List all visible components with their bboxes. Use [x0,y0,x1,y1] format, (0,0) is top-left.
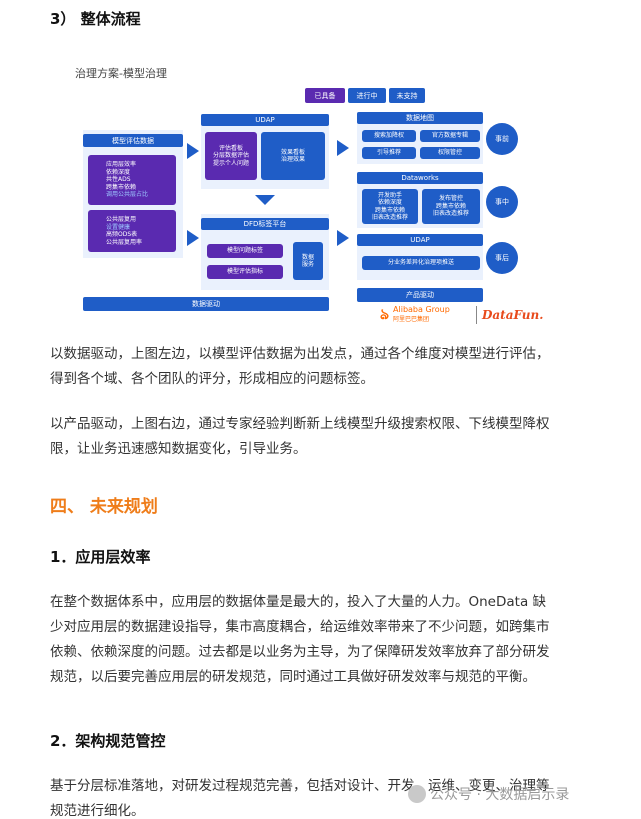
paragraph-product-driven: 以产品驱动，上图右边，通过专家经验判断新上线模型升级搜索权限、下线模型降权限，让… [50,416,550,457]
eval-dashboard-box: 评估看板 分层数据评估 提示个人问题 [205,132,257,180]
governance-diagram: 治理方案-模型治理 已具备 进行中 未支持 模型评估数据 应用层效率 依赖深度 … [50,52,550,332]
box-line: 跨集市依赖 [435,202,466,210]
paragraph-data-driven: 以数据驱动，上图左边，以模型评估数据为出发点，通过各个维度对模型进行评估，得到各… [50,346,550,387]
legend-available: 已具备 [305,88,345,103]
diff-governance-push: 分业务差异化治理项推送 [362,256,480,270]
section-heading-3: 3） 整体流程 [50,10,141,28]
datafun-logo: DataFun. [482,305,543,325]
alibaba-text-cn: 阿里巴巴集团 [393,316,430,323]
wechat-icon [408,785,426,803]
arrow-right-icon [187,143,199,159]
box-line: 旧表改造推荐 [432,210,469,218]
box-line: 开发助手 [377,191,402,199]
stage-after: 事后 [486,242,518,274]
box-line: 分层数据评估 [212,152,249,160]
arrow-right-icon [187,230,199,246]
card-line: 高频ODS表 [106,231,138,238]
arrow-right-icon [337,140,349,156]
udap-bottom-header: UDAP [357,234,483,246]
card-line: 公共层复用率 [106,238,143,246]
watermark-text: 公众号 · 大数据启示录 [430,787,570,803]
alibaba-wordmark: Alibaba Group 阿里巴巴集团 [393,305,450,324]
public-layer-card: 公共层复用 设置健康 高频ODS表 公共层复用率 [88,210,176,252]
arrow-right-icon [337,230,349,246]
section-title-future: 四、 未来规划 [50,497,158,517]
data-driven-bar: 数据驱动 [83,297,329,311]
subsection-arch-governance: 2．架构规范管控 [50,732,166,750]
permission-control-item: 权限管控 [420,147,480,159]
search-weight-item: 搜索加降权 [362,130,416,142]
card-line: 共性ADS [106,176,131,184]
diagram-title: 治理方案-模型治理 [75,67,167,80]
box-line: 治理效果 [280,156,305,163]
official-album-item: 官方数据专辑 [420,130,480,142]
logo-divider [476,306,477,324]
dev-assistant-box: 开发助手 依赖深度 跨集市依赖 旧表改造推荐 [362,189,418,224]
guide-recommend-item: 引导推荐 [362,147,416,159]
alibaba-text: Alibaba Group [393,305,450,315]
box-line: 评估看板 [218,144,243,152]
card-line: 公共层复用 [106,216,137,223]
box-line: 旧表改造推荐 [371,214,408,221]
box-line: 服务 [301,261,314,268]
legend-in-progress: 进行中 [348,88,386,103]
effect-dashboard-box: 效果看板 治理效果 [261,132,325,180]
box-line: 数据 [301,253,314,261]
arrow-down-icon [255,195,275,205]
stage-before: 事前 [486,123,518,155]
alibaba-mark-icon: ঌ [380,304,390,323]
model-issue-tag: 模型问题标签 [207,244,283,258]
card-line: 跨集市依赖 [106,183,137,191]
paragraph-app-efficiency: 在整个数据体系中，应用层的数据体量是最大的，投入了大量的人力。OneData 缺… [50,594,550,685]
data-service-box: 数据 服务 [293,242,323,280]
card-line: 调用公共层占比 [106,191,149,199]
dataworks-header: Dataworks [357,172,483,184]
app-efficiency-card: 应用层效率 依赖深度 共性ADS 跨集市依赖 调用公共层占比 [88,155,176,205]
model-eval-metric: 模型评估指标 [207,265,283,279]
box-line: 效果看板 [280,148,305,156]
box-line: 发布管控 [438,195,463,203]
card-line: 设置健康 [106,223,131,231]
udap-top-header: UDAP [201,114,329,126]
release-control-box: 发布管控 跨集市依赖 旧表改造推荐 [422,189,480,224]
box-line: 跨集市依赖 [374,206,405,214]
datafun-text: DataFun. [482,308,544,322]
box-line: 提示个人问题 [212,159,249,167]
data-map-header: 数据地图 [357,112,483,124]
box-line: 依赖深度 [377,199,402,206]
watermark: 公众号 · 大数据启示录 [408,784,569,804]
alibaba-logo: ঌ Alibaba Group 阿里巴巴集团 [380,305,450,325]
card-line: 依赖深度 [106,168,131,176]
product-driven-bar: 产品驱动 [357,288,483,302]
eval-data-header: 模型评估数据 [83,134,183,147]
stage-during: 事中 [486,186,518,218]
card-line: 应用层效率 [106,161,137,169]
legend-unsupported: 未支持 [389,88,425,103]
subsection-app-efficiency: 1．应用层效率 [50,548,151,566]
dfd-header: DFD标签平台 [201,218,329,230]
